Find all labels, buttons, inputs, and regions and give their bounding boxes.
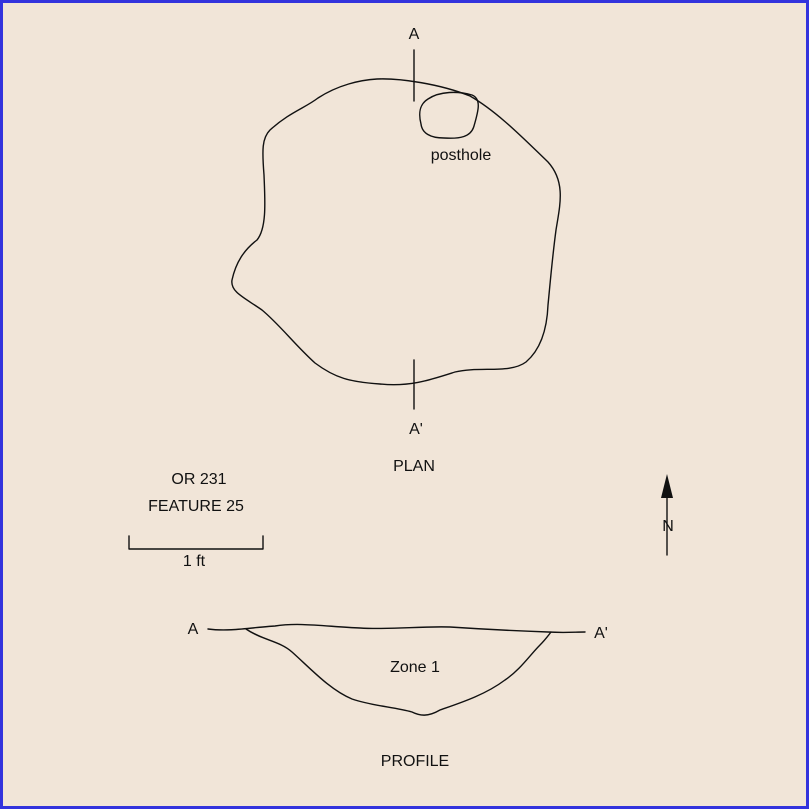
scale-bar — [128, 535, 264, 550]
profile-caption: PROFILE — [380, 753, 450, 770]
profile-surface-line — [207, 623, 586, 634]
profile-label-a-prime: A' — [594, 625, 608, 642]
zone-label: Zone 1 — [390, 659, 440, 676]
north-arrow-label: N — [662, 518, 674, 535]
plan-label-a-prime: A' — [409, 421, 423, 438]
posthole-outline — [419, 91, 479, 139]
profile-label-a: A — [187, 621, 199, 638]
profile-pit-outline — [245, 628, 552, 716]
site-number: OR 231 — [171, 471, 227, 488]
feature-number: FEATURE 25 — [148, 498, 244, 515]
plan-label-a: A — [408, 26, 420, 43]
north-arrow-head — [661, 474, 673, 498]
feature-plan-outline — [231, 78, 561, 386]
posthole-label: posthole — [430, 147, 492, 164]
plan-caption: PLAN — [393, 458, 435, 475]
scale-bar-label: 1 ft — [182, 553, 206, 570]
